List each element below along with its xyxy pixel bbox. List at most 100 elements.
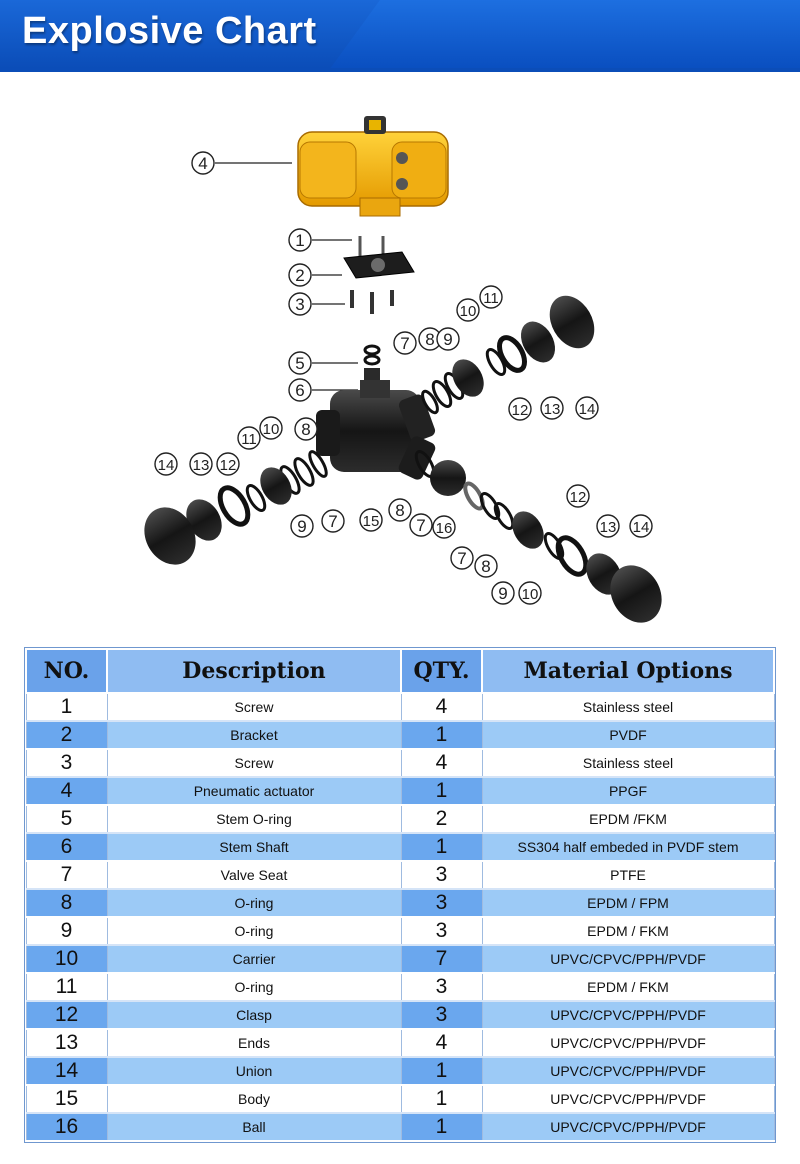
row-material: Stainless steel [481, 749, 775, 778]
callout-label: 16 [436, 520, 453, 537]
upper-right-branch [421, 295, 595, 415]
callout-6: 6 [288, 378, 312, 402]
callout-10: 10 [456, 298, 480, 322]
pneumatic-actuator-part [297, 116, 449, 217]
row-number: 2 [25, 721, 108, 750]
callout-7: 7 [393, 331, 417, 355]
banner-title-panel [0, 0, 380, 68]
row-qty: 1 [400, 1113, 483, 1142]
callout-label: 12 [220, 457, 237, 474]
row-material: UPVC/CPVC/PPH/PVDF [481, 1029, 775, 1058]
row-material: UPVC/CPVC/PPH/PVDF [481, 1113, 775, 1142]
callout-7: 7 [409, 513, 433, 537]
row-qty: 4 [400, 749, 483, 778]
callout-12: 12 [566, 484, 590, 508]
left-branch [144, 450, 328, 565]
callout-14: 14 [629, 514, 653, 538]
row-qty: 7 [400, 945, 483, 974]
callout-3: 3 [288, 292, 312, 316]
valve-body-part [316, 380, 436, 480]
callout-label: 1 [295, 231, 304, 250]
callout-label: 9 [498, 584, 507, 603]
callout-label: 5 [295, 354, 304, 373]
callout-label: 10 [263, 421, 280, 438]
row-qty: 3 [400, 889, 483, 918]
row-material: Stainless steel [481, 693, 775, 722]
callout-label: 4 [198, 154, 207, 173]
callout-15: 15 [359, 508, 383, 532]
callout-label: 3 [295, 295, 304, 314]
callout-label: 14 [158, 457, 175, 474]
row-material: UPVC/CPVC/PPH/PVDF [481, 945, 775, 974]
row-description: Stem Shaft [106, 833, 402, 862]
header-banner: Explosive Chart [0, 0, 800, 72]
callout-label: 10 [460, 303, 477, 320]
callout-13: 13 [189, 452, 213, 476]
row-qty: 3 [400, 917, 483, 946]
row-number: 11 [25, 973, 108, 1002]
header-qty: QTY. [400, 648, 483, 694]
callout-label: 13 [600, 519, 617, 536]
callout-label: 15 [363, 513, 380, 530]
callout-label: 11 [483, 290, 499, 307]
row-number: 5 [25, 805, 108, 834]
row-description: O-ring [106, 889, 402, 918]
callout-label: 12 [512, 402, 529, 419]
callout-5: 5 [288, 351, 312, 375]
row-qty: 1 [400, 1057, 483, 1086]
callout-label: 7 [457, 549, 466, 568]
row-number: 16 [25, 1113, 108, 1142]
callout-8: 8 [474, 554, 498, 578]
row-material: EPDM / FPM [481, 889, 775, 918]
callout-16: 16 [432, 515, 456, 539]
callout-label: 8 [395, 501, 404, 520]
callout-label: 9 [297, 517, 306, 536]
callout-11: 11 [479, 285, 503, 309]
callout-label: 12 [570, 489, 587, 506]
callout-label: 2 [295, 266, 304, 285]
row-description: Stem O-ring [106, 805, 402, 834]
callout-9: 9 [491, 581, 515, 605]
row-material: UPVC/CPVC/PPH/PVDF [481, 1085, 775, 1114]
row-qty: 3 [400, 973, 483, 1002]
callout-label: 8 [301, 420, 310, 439]
callout-12: 12 [216, 452, 240, 476]
row-number: 4 [25, 777, 108, 806]
row-qty: 2 [400, 805, 483, 834]
callout-label: 7 [328, 512, 337, 531]
row-material: PPGF [481, 777, 775, 806]
row-material: PTFE [481, 861, 775, 890]
header-no: NO. [25, 648, 108, 694]
callout-14: 14 [575, 396, 599, 420]
callout-14: 14 [154, 452, 178, 476]
row-description: Screw [106, 693, 402, 722]
row-material: UPVC/CPVC/PPH/PVDF [481, 1001, 775, 1030]
callout-label: 8 [481, 557, 490, 576]
callout-11: 11 [237, 426, 261, 450]
row-qty: 4 [400, 693, 483, 722]
callout-9: 9 [436, 327, 460, 351]
header-description: Description [106, 648, 402, 694]
callout-label: 9 [443, 330, 452, 349]
row-description: O-ring [106, 917, 402, 946]
row-number: 13 [25, 1029, 108, 1058]
row-description: Ends [106, 1029, 402, 1058]
callout-label: 14 [633, 519, 650, 536]
callout-label: 13 [544, 401, 561, 418]
row-description: Screw [106, 749, 402, 778]
row-material: UPVC/CPVC/PPH/PVDF [481, 1057, 775, 1086]
callout-label: 8 [425, 330, 434, 349]
